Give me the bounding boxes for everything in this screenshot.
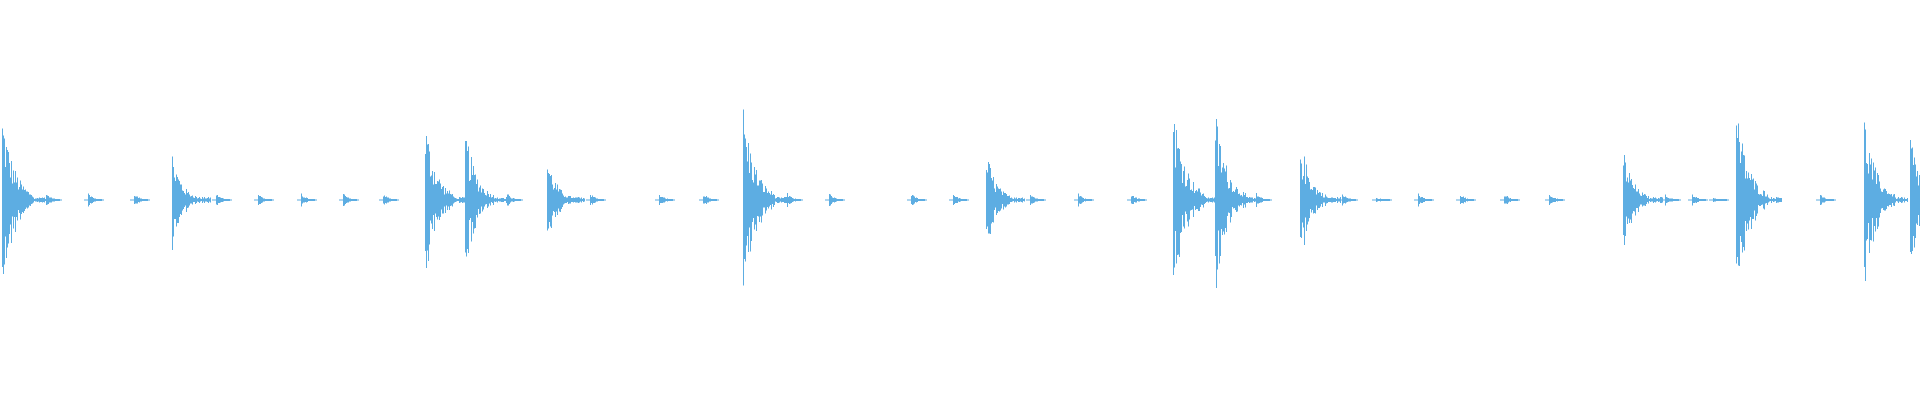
- waveform-burst-29: [1300, 156, 1341, 246]
- waveform-tick-41: [1816, 195, 1836, 205]
- waveform-stroke: [1816, 195, 1836, 205]
- waveform-stroke: [1074, 193, 1094, 207]
- waveform-stroke: [465, 140, 508, 257]
- waveform-tick-43: [1883, 194, 1903, 206]
- waveform-tick-1: [42, 194, 62, 206]
- waveform-tick-33: [1456, 196, 1476, 204]
- waveform-tick-32: [1414, 193, 1434, 207]
- waveform-stroke: [2, 128, 47, 274]
- waveform-tick-15: [655, 195, 675, 205]
- waveform-tick-28: [1252, 193, 1272, 207]
- waveform-stroke: [1864, 122, 1908, 281]
- waveform-burst-44: [1910, 139, 1920, 254]
- waveform-tick-9: [379, 195, 399, 205]
- waveform-stroke: [1338, 194, 1358, 206]
- waveform-stroke: [907, 195, 927, 205]
- waveform-tick-35: [1545, 194, 1565, 206]
- waveform-stroke: [1688, 194, 1708, 206]
- waveform-stroke: [1252, 193, 1272, 207]
- waveform-stroke: [1910, 139, 1920, 254]
- waveform-stroke: [825, 194, 845, 206]
- waveform-stroke: [986, 162, 1025, 235]
- waveform-stroke: [172, 156, 211, 250]
- waveform-tick-5: [212, 194, 232, 206]
- waveform-stroke: [783, 193, 803, 207]
- waveform-tick-38: [1688, 194, 1708, 206]
- waveform-burst-0: [2, 128, 47, 274]
- waveform-stroke: [1127, 196, 1147, 204]
- waveform-tick-8: [339, 194, 359, 206]
- waveform-stroke: [1500, 196, 1520, 204]
- waveform-stroke: [1372, 198, 1392, 202]
- waveform-stroke: [1883, 194, 1903, 206]
- waveform-burst-10: [425, 135, 468, 268]
- waveform-stroke: [1736, 123, 1782, 267]
- waveform-stroke: [503, 194, 523, 206]
- waveform-tick-30: [1338, 194, 1358, 206]
- waveform-stroke: [586, 194, 606, 206]
- waveform-tick-25: [1127, 196, 1147, 204]
- waveform-stroke: [1545, 194, 1565, 206]
- waveform-stroke: [379, 195, 399, 205]
- waveform-stroke: [425, 135, 468, 268]
- waveform-stroke: [1026, 194, 1046, 206]
- waveform-tick-14: [586, 194, 606, 206]
- waveform-stroke: [743, 109, 788, 286]
- waveform-stroke: [547, 169, 585, 231]
- waveform-tick-24: [1074, 193, 1094, 207]
- waveform-stroke: [1709, 198, 1729, 202]
- waveform-tick-12: [503, 194, 523, 206]
- waveform-burst-17: [743, 109, 788, 286]
- waveform-stroke: [949, 195, 969, 205]
- waveform-burst-27: [1215, 119, 1260, 288]
- waveform-tick-19: [825, 194, 845, 206]
- waveform-stroke: [42, 194, 62, 206]
- waveform-stroke: [1661, 194, 1681, 206]
- waveform-stroke: [84, 193, 104, 207]
- waveform-burst-22: [986, 162, 1025, 235]
- waveform-stroke: [212, 194, 232, 206]
- waveform-tick-2: [84, 193, 104, 207]
- waveform-stroke: [1215, 119, 1260, 288]
- waveform-tick-7: [297, 193, 317, 207]
- waveform-tick-31: [1372, 198, 1392, 202]
- waveform-tick-3: [130, 196, 150, 204]
- waveform-stroke: [130, 196, 150, 204]
- waveform-burst-11: [465, 140, 508, 257]
- waveform-burst-42: [1864, 122, 1908, 281]
- waveform-burst-36: [1623, 155, 1663, 245]
- waveform-tick-20: [907, 195, 927, 205]
- waveform-burst-26: [1173, 124, 1219, 275]
- waveform-tick-37: [1661, 194, 1681, 206]
- waveform-stroke: [254, 194, 274, 206]
- waveform-tick-39: [1709, 198, 1729, 202]
- waveform-stroke: [1456, 196, 1476, 204]
- waveform-stroke: [1173, 124, 1219, 275]
- waveform-tick-23: [1026, 194, 1046, 206]
- waveform-tick-16: [699, 196, 719, 204]
- waveform-tick-34: [1500, 196, 1520, 204]
- waveform-stroke: [339, 194, 359, 206]
- waveform-stroke: [297, 193, 317, 207]
- waveform-stroke: [699, 196, 719, 204]
- waveform-tick-21: [949, 195, 969, 205]
- waveform-burst-13: [547, 169, 585, 231]
- waveform-tick-6: [254, 194, 274, 206]
- waveform-stroke: [1414, 193, 1434, 207]
- waveform-stroke: [1300, 156, 1341, 246]
- waveform-stroke: [655, 195, 675, 205]
- waveform-tick-18: [783, 193, 803, 207]
- waveform-stroke: [1623, 155, 1663, 245]
- waveform-burst-40: [1736, 123, 1782, 267]
- waveform-burst-4: [172, 156, 211, 250]
